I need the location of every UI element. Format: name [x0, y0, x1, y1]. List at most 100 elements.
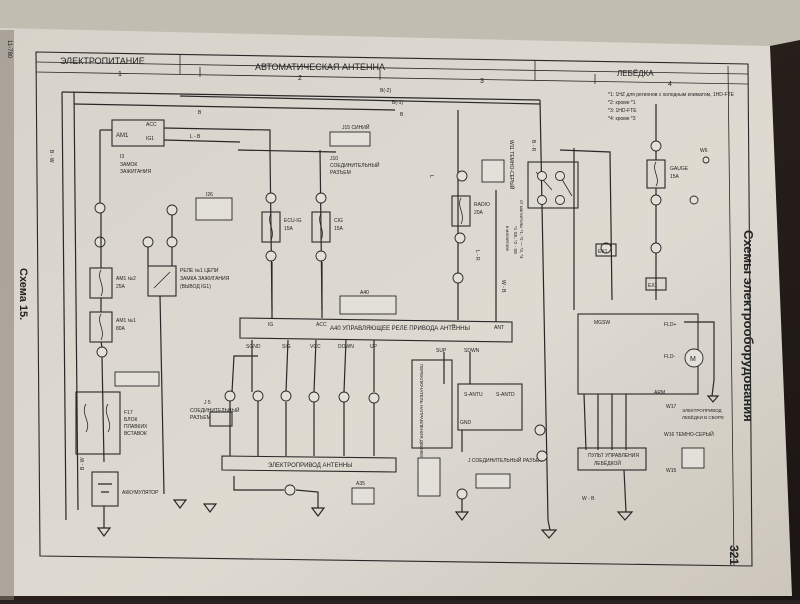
ex1-relay-right: [645, 277, 667, 291]
j5-label-1: J 5: [204, 400, 211, 406]
ignition-switch-acc: ACC: [146, 122, 157, 128]
relay-ignition: [147, 265, 177, 297]
fuse-gauge-link: [654, 161, 658, 187]
column-2: 2: [298, 75, 302, 82]
w16-connector: [681, 447, 705, 469]
pin: [534, 424, 546, 436]
wire-label-wb-winch: W - B: [582, 496, 595, 502]
side-title-rule: [727, 65, 735, 566]
relay-ign-label-2: ЗАМКА ЗАЖИГАНИЯ: [180, 276, 230, 282]
a40-pin-ant: ANT: [494, 325, 504, 331]
winch-drive-label-2: ЛЕБЁДКИ В СБОРЕ: [682, 414, 724, 420]
wire-switch: [443, 352, 471, 452]
wire-top-bus-2: [73, 103, 396, 111]
ignition-switch-box: [111, 119, 165, 147]
pin: [536, 450, 548, 462]
pin: [265, 250, 277, 262]
antenna-drive-label: ЭЛЕКТРОПРИВОД АНТЕННЫ: [268, 463, 352, 469]
winch-remote-box: [577, 447, 647, 471]
pin: [315, 250, 327, 262]
fuse-radio-amps: 20A: [474, 210, 484, 216]
side-title: Схемы электрооборудования: [741, 230, 756, 422]
relay-ign-label-1: РЕЛЕ №1 ЦЕПИ: [180, 268, 219, 274]
j5-connector: [209, 411, 233, 427]
note-2: *2: кроме *1: [608, 100, 636, 106]
header-power: ЭЛЕКТРОПИТАНИЕ: [60, 56, 145, 66]
ignition-switch-am1: АМ1: [116, 133, 129, 139]
j5-label-2: СОЕДИНИТЕЛЬНЫЙ: [190, 406, 240, 414]
ex1-relay-left: [595, 243, 617, 257]
i26-label: I26: [206, 192, 213, 198]
fuse-am1-no2-link: [99, 269, 103, 297]
fuse-block-links: [83, 403, 111, 433]
a40-pin-ig: IG: [268, 322, 273, 328]
header-winch: ЛЕБЁДКА: [617, 69, 654, 78]
wire-a40-inputs: [271, 190, 497, 322]
fuse-am1-no2-amps: 25A: [116, 284, 126, 290]
i26-connector: [195, 197, 233, 221]
pin: [94, 236, 106, 248]
a40-pin-sdwn: SDWN: [464, 348, 480, 354]
wire-a40-outputs: [231, 339, 375, 393]
wire-winch-ground: [547, 469, 627, 531]
battery-cells: [98, 483, 112, 493]
w16-label: W16 ТЕМНО-СЕРЫЙ: [664, 430, 714, 438]
a35-label: A35: [356, 481, 365, 487]
a40-connector: [339, 295, 397, 315]
wire-label-bw-left: B - W: [48, 150, 54, 163]
w17-label: W17: [666, 404, 677, 410]
wire-main-left-2: [73, 91, 79, 511]
wire-relay: [147, 215, 173, 495]
fuse-ecuig-link: [269, 213, 273, 241]
ex1-label-right: EX1: [648, 283, 658, 289]
wire-drive-ground: [233, 476, 284, 491]
wire-winch-field: [684, 321, 715, 397]
fuse-cig: [311, 211, 331, 243]
winch-motor-label: M: [690, 356, 696, 363]
fuse-block-label-1: F17: [124, 410, 133, 416]
fuse-radio-label: RADIO: [474, 202, 490, 208]
relay-ign-label-3: (ВЫВОД IG1): [180, 284, 211, 290]
pin: [265, 192, 277, 204]
cable-label-2: *1 SE, *2 - SE: [513, 226, 518, 254]
pin: [452, 272, 464, 284]
wire-label-b2: B(-2): [380, 88, 391, 94]
a40-title: A40 УПРАВЛЯЮЩЕЕ РЕЛЕ ПРИВОДА АНТЕННЫ: [330, 326, 470, 332]
relay-ignition-contact: [153, 271, 171, 289]
header-antenna: АВТОМАТИЧЕСКАЯ АНТЕННА: [255, 62, 385, 72]
wire-label-br: B - R: [530, 140, 536, 152]
pin: [555, 171, 565, 181]
fuse-cig-link: [319, 213, 323, 241]
fuse-am1-no1-label: AM1 №1: [116, 318, 136, 324]
fuse-block: [75, 391, 121, 455]
w6-marker: [702, 156, 710, 164]
pin: [600, 242, 612, 254]
ex1-label-left: EX1: [598, 249, 608, 255]
ignition-label-1: ЗАМОК: [120, 162, 137, 168]
wire-winch-remote: [583, 393, 627, 451]
note-1: *1: 1HZ для регионов с холодным климатом…: [608, 92, 735, 98]
ignition-label-2: ЗАЖИГАНИЯ: [120, 169, 151, 175]
binding-shadow: [0, 30, 14, 600]
page-number: 321: [727, 545, 741, 565]
j10-label-3: РАЗЪЕМ: [330, 170, 351, 176]
ignition-code: I3: [120, 154, 124, 160]
fuse-gauge-label: GAUGE: [670, 166, 689, 172]
column-1: 1: [118, 71, 122, 78]
footnotes: *1: 1HZ для регионов с холодным климатом…: [608, 92, 735, 122]
column-4: 4: [668, 81, 672, 88]
header-line-2: [35, 71, 749, 85]
fuse-am1-no1-link: [99, 313, 103, 341]
pin: [537, 195, 547, 205]
fuse-ecuig-label: ECU-IG: [284, 218, 302, 224]
wire-top-bus-1: [61, 91, 541, 101]
a40-relay-box: [239, 317, 513, 343]
j15-connector: [329, 131, 371, 147]
fuse-radio-link: [459, 197, 463, 225]
pin: [280, 390, 292, 402]
direction-switch: [457, 383, 523, 431]
a40-pin-sup: SUP: [436, 348, 447, 354]
w6-marker-2: [689, 195, 699, 205]
pin: [94, 202, 106, 214]
column-3: 3: [480, 78, 484, 85]
